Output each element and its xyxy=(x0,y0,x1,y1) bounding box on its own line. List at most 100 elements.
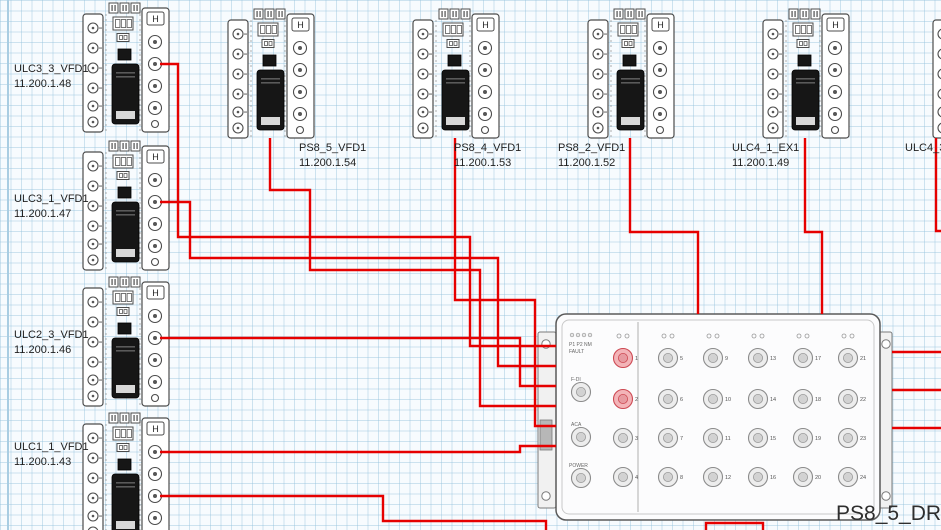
drm-port-number: 3 xyxy=(635,436,638,442)
drm-port-number: 19 xyxy=(815,436,821,442)
port-pin-diagram xyxy=(624,333,630,339)
drm-port-number: 13 xyxy=(770,356,776,362)
drm-port-inner xyxy=(618,393,629,404)
drm-port-inner xyxy=(753,432,764,443)
drm-port-number: 1 xyxy=(635,356,638,362)
device-ulc4_3-partial[interactable] xyxy=(932,8,941,139)
device-ulc1_1-vfd1[interactable] xyxy=(82,412,170,530)
device-ip: 11.200.1.46 xyxy=(14,344,72,357)
port-pin-diagram xyxy=(759,333,765,339)
device-name: ULC1_1_VFD1 xyxy=(14,441,89,453)
device-ip: 11.200.1.53 xyxy=(454,157,512,170)
cable-ulc4_3 xyxy=(934,138,941,233)
drm-port-number: 2 xyxy=(635,397,638,403)
port-pin-diagram xyxy=(751,333,757,339)
aux-port-label-fdi: F-DI xyxy=(571,377,581,383)
drm-port-number: 4 xyxy=(635,475,638,481)
label-ulc2_3-vfd1: ULC2_3_VFD1 11.200.1.46 xyxy=(14,328,89,359)
drm-port-number: 7 xyxy=(680,436,683,442)
drm-port-inner xyxy=(798,393,809,404)
cable-ulc4_1-ex1 xyxy=(803,138,824,314)
drm-port-inner xyxy=(708,352,719,363)
drm-port-number: 23 xyxy=(860,436,866,442)
drm-port-number: 10 xyxy=(725,397,731,403)
mounting-hole xyxy=(541,491,551,501)
port-pin-diagram xyxy=(804,333,810,339)
port-pin-diagram xyxy=(841,333,847,339)
drm-port-inner xyxy=(708,393,719,404)
drm-port-inner xyxy=(708,432,719,443)
drm-port-number: 18 xyxy=(815,397,821,403)
port-pin-diagram xyxy=(669,333,675,339)
drm-port-number: 11 xyxy=(725,436,731,442)
device-ip: 11.200.1.49 xyxy=(732,157,790,170)
aux-port-label-aca: ACA xyxy=(571,422,582,428)
drm-port-number: 20 xyxy=(815,475,821,481)
port-pin-diagram xyxy=(714,333,720,339)
cable-ulc3_3-vfd1 xyxy=(160,62,556,348)
drm-port-number: 22 xyxy=(860,397,866,403)
drm-port-inner xyxy=(753,393,764,404)
device-name: ULC3_3_VFD1 xyxy=(14,63,89,75)
device-name: PS8_2_VFD1 xyxy=(558,142,626,154)
drm-port-inner xyxy=(753,471,764,482)
device-name: PS8_4_VFD1 xyxy=(454,142,522,154)
device-ip: 11.200.1.52 xyxy=(558,157,616,170)
label-ulc3_3-vfd1: ULC3_3_VFD1 11.200.1.48 xyxy=(14,62,89,93)
port-pin-diagram xyxy=(616,333,622,339)
device-ulc4_1-ex1[interactable] xyxy=(762,8,850,139)
port-pin-diagram xyxy=(706,333,712,339)
device-ps8_5-vfd1[interactable] xyxy=(227,8,315,139)
bracket-slider xyxy=(539,419,553,451)
label-ulc1_1-vfd1: ULC1_1_VFD1 11.200.1.43 xyxy=(14,440,89,471)
device-ulc3_1-vfd1[interactable] xyxy=(82,140,170,271)
drm-port-inner xyxy=(618,432,629,443)
cable-ulc3_1-vfd1 xyxy=(160,200,556,368)
cable-ulc1_1-vfd1-a xyxy=(160,444,556,454)
device-name: ULC2_3_VFD1 xyxy=(14,329,89,341)
device-ulc2_3-vfd1[interactable] xyxy=(82,276,170,407)
drm-port-inner xyxy=(798,471,809,482)
port-pin-diagram xyxy=(849,333,855,339)
device-name: ULC4_3_ xyxy=(905,142,941,154)
port-pin-diagram xyxy=(661,333,667,339)
drm-port-inner xyxy=(843,393,854,404)
device-ps8_2-vfd1[interactable] xyxy=(587,8,675,139)
drm-status-leds: P1 P2 NM FAULT xyxy=(569,332,593,355)
drm-port-inner xyxy=(663,432,674,443)
device-ulc3_3-vfd1[interactable] xyxy=(82,2,170,133)
device-ip: 11.200.1.48 xyxy=(14,78,72,91)
drm-port-number: 15 xyxy=(770,436,776,442)
page-margin-line xyxy=(7,0,9,530)
device-ps8_4-vfd1[interactable] xyxy=(412,8,500,139)
drm-port-number: 17 xyxy=(815,356,821,362)
drm-port-inner xyxy=(708,471,719,482)
cable-drm-bottom xyxy=(704,521,765,530)
drm-port-number: 8 xyxy=(680,475,683,481)
aux-port-aca-inner xyxy=(576,431,587,442)
label-ps8_5-vfd1: PS8_5_VFD1 11.200.1.54 xyxy=(299,141,366,172)
device-name: ULC3_1_VFD1 xyxy=(14,193,89,205)
label-ps8_2-vfd1: PS8_2_VFD1 11.200.1.52 xyxy=(558,141,625,172)
aux-port-power-inner xyxy=(576,472,587,483)
drm-housing-inner xyxy=(561,319,875,515)
drm-port-number: 14 xyxy=(770,397,776,403)
cable-ulc1_1-vfd1-b xyxy=(160,494,548,530)
drm-module[interactable]: P1 P2 NM FAULT F-DI ACA POWER 1234567891… xyxy=(537,313,893,521)
drm-port-number: 16 xyxy=(770,475,776,481)
drm-aux-ports: F-DI ACA POWER xyxy=(569,377,592,489)
led-label-1: P1 P2 NM xyxy=(569,342,592,348)
cable-ps8_2-vfd1 xyxy=(628,138,700,314)
cable-ps8_4-vfd1 xyxy=(453,138,556,428)
led-label-2: FAULT xyxy=(569,349,584,355)
drm-port-number: 21 xyxy=(860,356,866,362)
device-ip: 11.200.1.47 xyxy=(14,208,72,221)
drm-port-inner xyxy=(663,352,674,363)
cables xyxy=(160,62,941,530)
aux-port-fdi-inner xyxy=(576,386,587,397)
drm-port-inner xyxy=(843,471,854,482)
label-ulc3_1-vfd1: ULC3_1_VFD1 11.200.1.47 xyxy=(14,192,89,223)
drm-port-number: 5 xyxy=(680,356,683,362)
